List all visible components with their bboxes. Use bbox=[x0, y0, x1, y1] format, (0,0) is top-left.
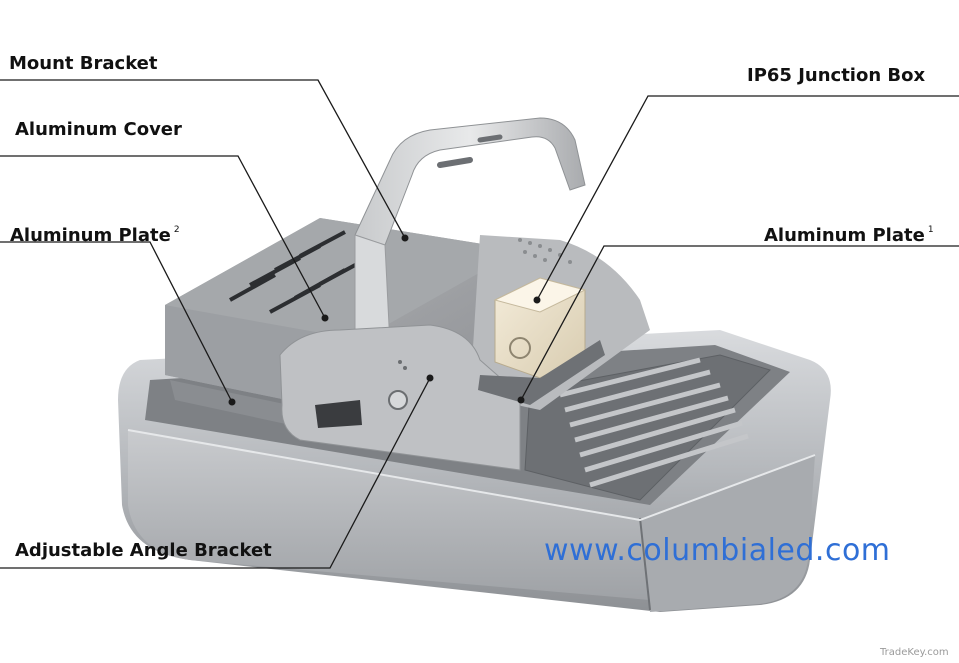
label-adjustable-angle-bracket-text: Adjustable Angle Bracket bbox=[15, 540, 272, 561]
label-aluminum-cover: Aluminum Cover bbox=[15, 120, 182, 140]
label-aluminum-cover-text: Aluminum Cover bbox=[15, 119, 182, 140]
leader-dots bbox=[228, 234, 541, 406]
label-mount-bracket-text: Mount Bracket bbox=[9, 53, 158, 74]
aluminum-plate-1 bbox=[478, 340, 605, 405]
label-aluminum-plate-2-superscript: 2 bbox=[173, 225, 180, 235]
label-aluminum-plate-1-text: Aluminum Plate bbox=[764, 225, 925, 246]
website-url: www.columbialed.com bbox=[544, 533, 891, 568]
label-aluminum-plate-2-text: Aluminum Plate bbox=[10, 225, 171, 246]
leader-lines bbox=[0, 79, 959, 569]
label-ip65-junction-box-text: IP65 Junction Box bbox=[747, 65, 926, 86]
label-mount-bracket: Mount Bracket bbox=[9, 54, 158, 74]
label-adjustable-angle-bracket: Adjustable Angle Bracket bbox=[15, 541, 272, 561]
heatsink-fins bbox=[524, 354, 771, 501]
label-aluminum-plate-1-superscript: 1 bbox=[927, 225, 934, 235]
watermark: TradeKey.com bbox=[880, 647, 949, 658]
adjustable-angle-bracket bbox=[279, 324, 521, 471]
label-ip65-junction-box: IP65 Junction Box bbox=[747, 66, 925, 86]
